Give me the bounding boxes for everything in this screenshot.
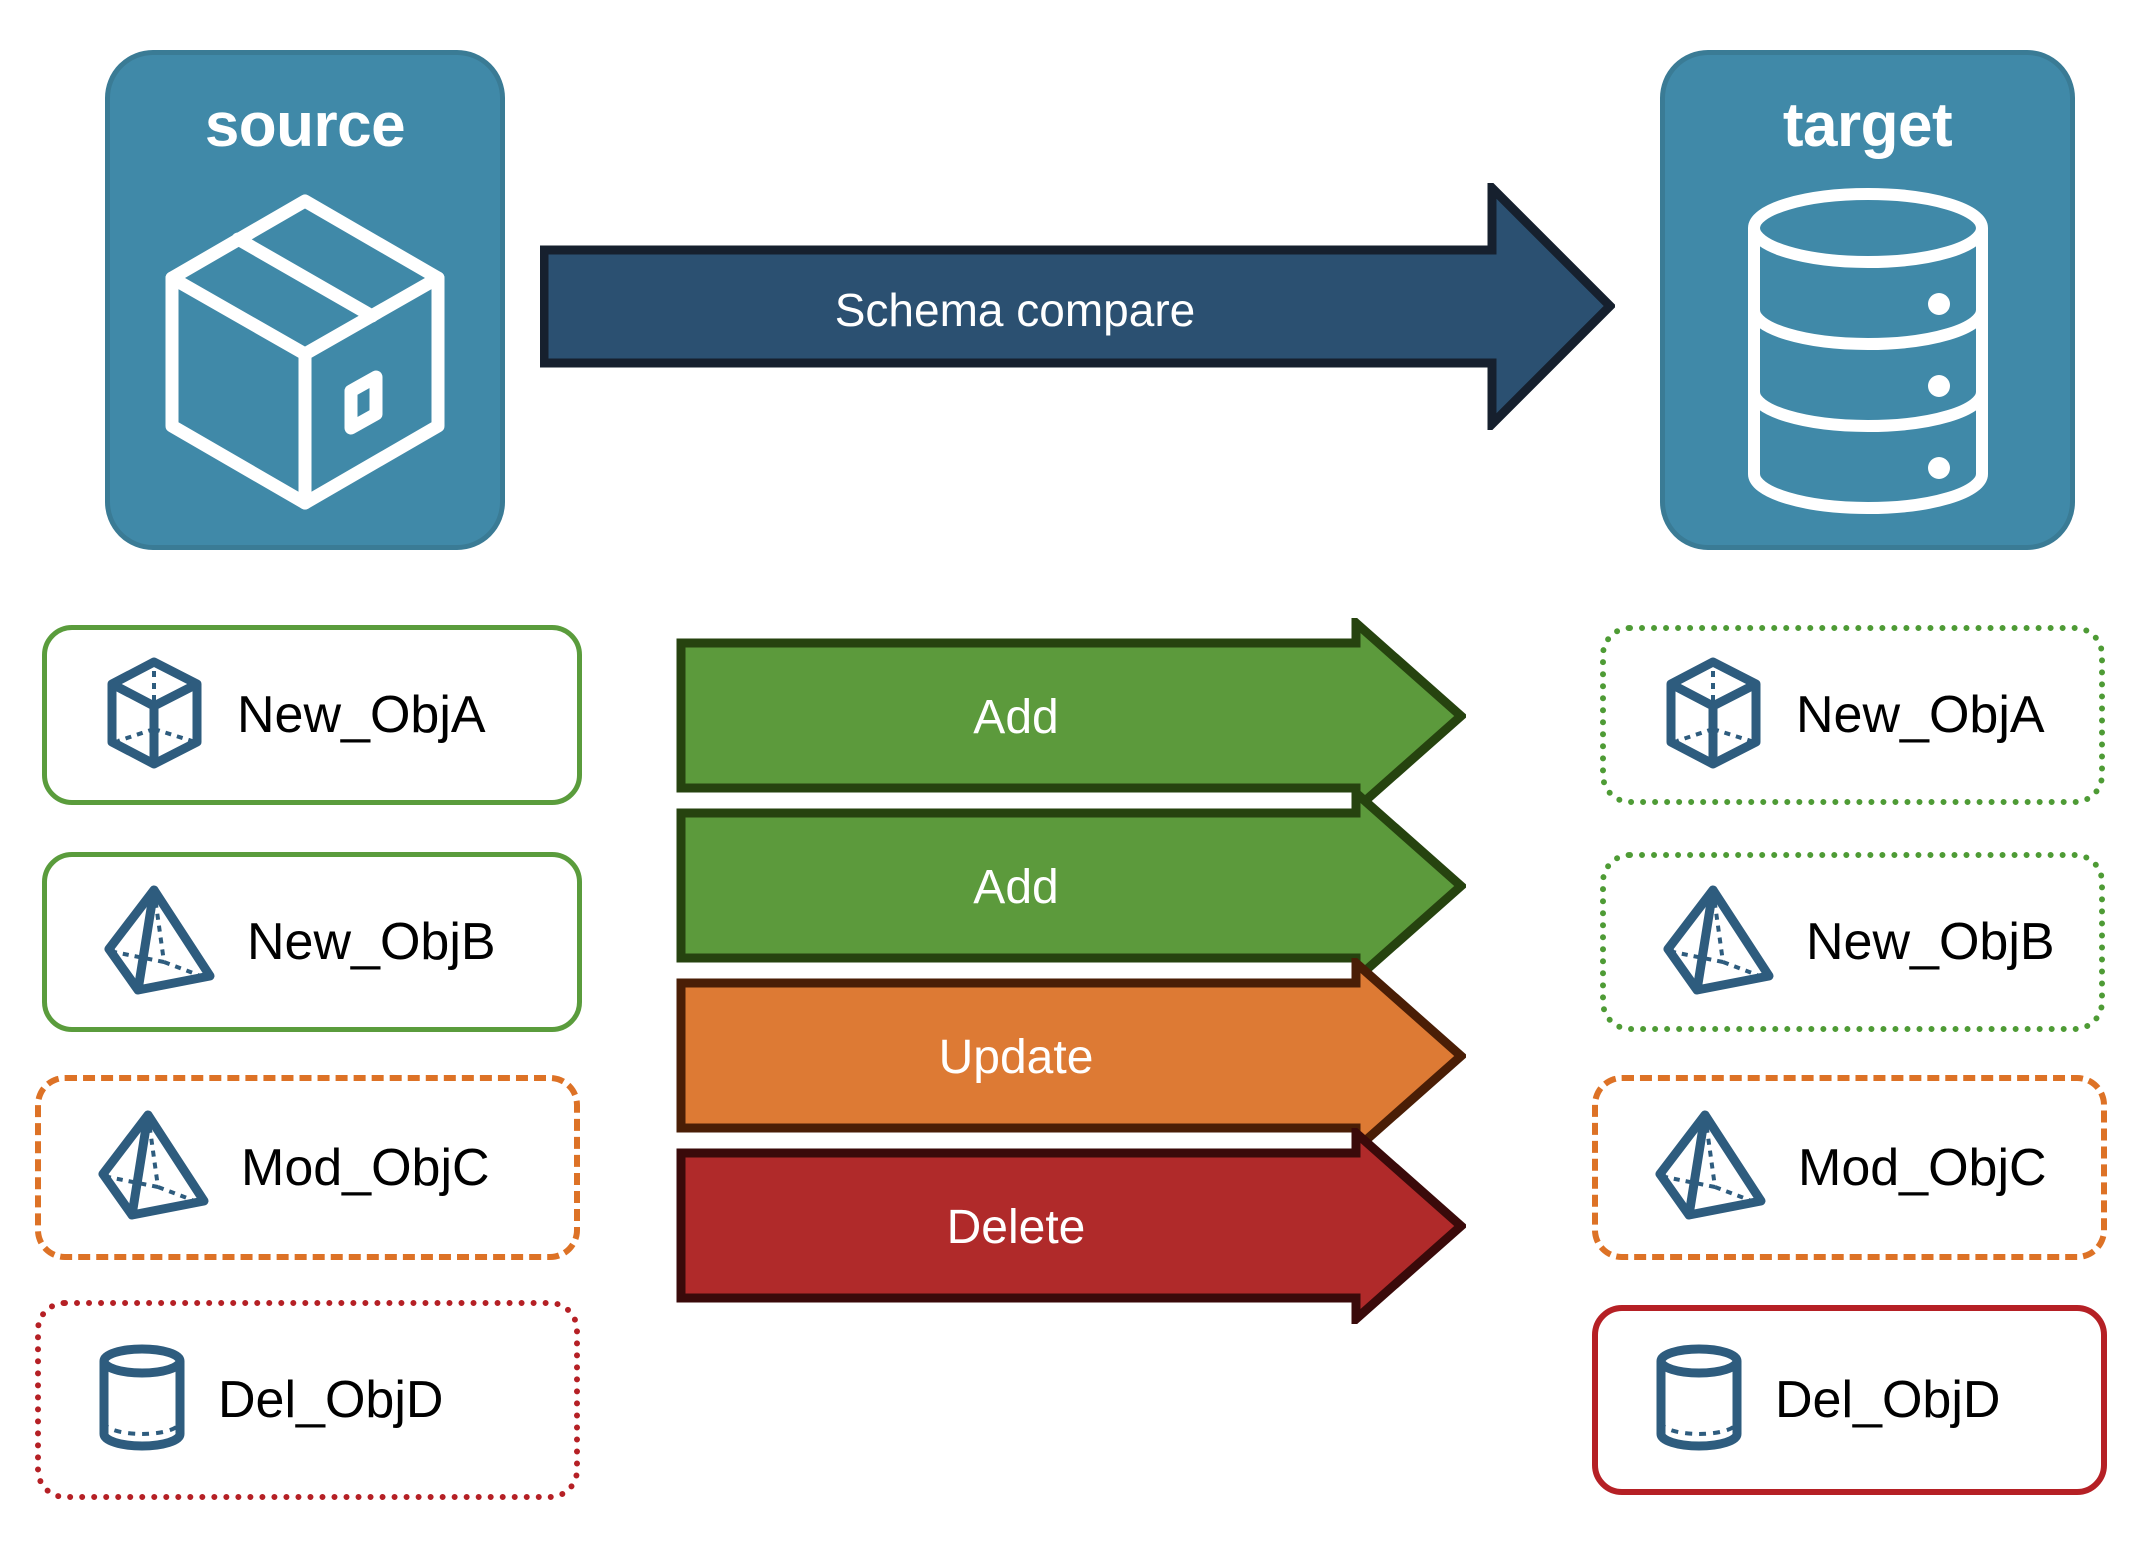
wireframe-cube-icon (102, 657, 207, 774)
source-object-row-3[interactable]: Mod_ObjC (35, 1075, 580, 1260)
add-arrow-row-1 (676, 618, 1466, 814)
target-object-row-1[interactable]: New_ObjA (1600, 625, 2105, 805)
target-panel: target (1660, 50, 2075, 550)
source-object-label-3: Mod_ObjC (241, 1138, 490, 1197)
wireframe-cube-icon (1661, 657, 1766, 774)
delete-arrow-row-4 (676, 1128, 1466, 1324)
source-panel-title: source (204, 91, 406, 160)
add-arrow-row-2 (676, 788, 1466, 984)
package-box-icon (110, 157, 500, 545)
database-cylinder-icon (1665, 157, 2070, 545)
wireframe-pyramid-icon (1653, 1109, 1768, 1226)
wireframe-cylinder-icon (96, 1344, 188, 1457)
source-object-row-4[interactable]: Del_ObjD (35, 1300, 580, 1500)
wireframe-cylinder-icon (1653, 1344, 1745, 1457)
target-object-label-1: New_ObjA (1796, 686, 2045, 744)
target-object-label-3: Mod_ObjC (1798, 1138, 2047, 1197)
wireframe-pyramid-icon (96, 1109, 211, 1226)
target-object-row-2[interactable]: New_ObjB (1600, 852, 2105, 1032)
wireframe-pyramid-icon (102, 884, 217, 1001)
source-object-row-1[interactable]: New_ObjA (42, 625, 582, 805)
wireframe-pyramid-icon (1661, 884, 1776, 1001)
target-panel-title: target (1782, 91, 1953, 160)
target-object-label-2: New_ObjB (1806, 913, 2055, 971)
update-arrow-row-3 (676, 958, 1466, 1154)
source-object-label-1: New_ObjA (237, 686, 486, 744)
source-object-label-2: New_ObjB (247, 913, 496, 971)
source-object-row-2[interactable]: New_ObjB (42, 852, 582, 1032)
schema-compare-arrow (540, 183, 1615, 430)
target-object-row-3[interactable]: Mod_ObjC (1592, 1075, 2107, 1260)
target-object-row-4[interactable]: Del_ObjD (1592, 1305, 2107, 1495)
source-object-label-4: Del_ObjD (218, 1371, 444, 1429)
target-object-label-4: Del_ObjD (1775, 1371, 2001, 1429)
source-panel: source (105, 50, 505, 550)
